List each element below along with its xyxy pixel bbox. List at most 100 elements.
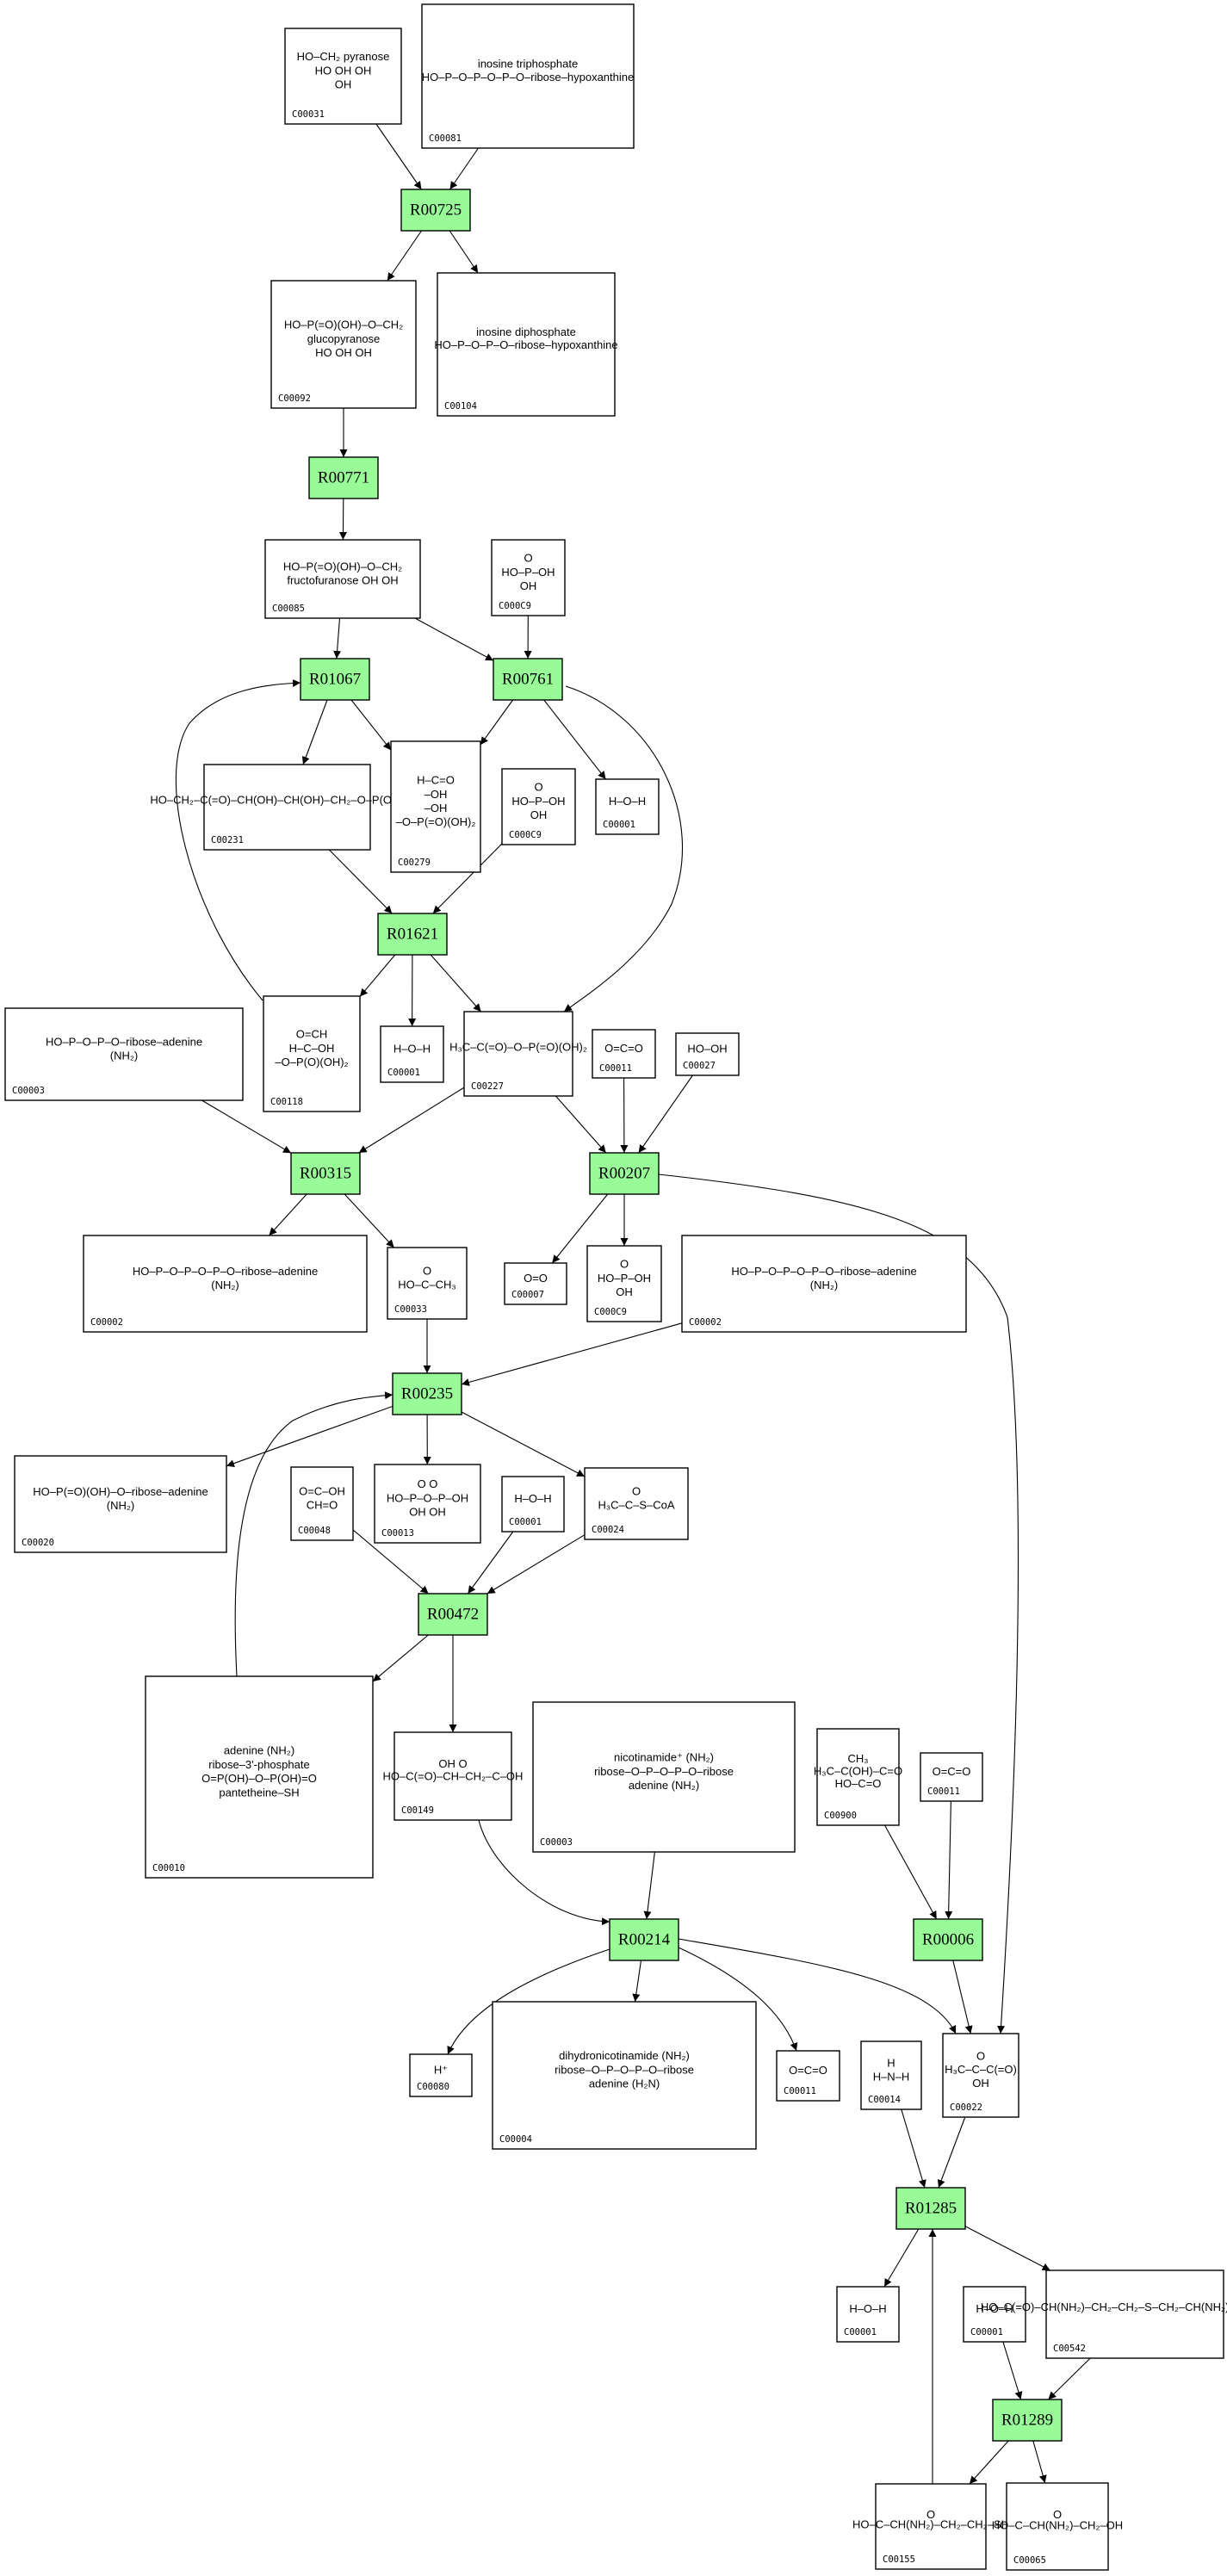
compound-box[interactable]: [390, 740, 481, 873]
reaction-box[interactable]: [377, 913, 448, 956]
compound-box[interactable]: [920, 1752, 983, 1802]
compound-node-c00010[interactable]: adenine (NH₂)ribose–3'-phosphateO=P(OH)–…: [145, 1675, 374, 1879]
compound-box[interactable]: [592, 1029, 656, 1079]
compound-box[interactable]: [942, 2033, 1019, 2118]
compound-box[interactable]: [816, 1728, 900, 1826]
compound-node-c00081[interactable]: inosine triphosphateHO–P–O–P–O–P–O–ribos…: [421, 3, 635, 149]
compound-node-c00002a[interactable]: HO–P–O–P–O–P–O–ribose–adenine(NH₂)C00002: [83, 1235, 368, 1333]
compound-node-c00004[interactable]: dihydronicotinamide (NH₂)ribose–O–P–O–P–…: [492, 2001, 757, 2150]
compound-node-c00002b[interactable]: HO–P–O–P–O–P–O–ribose–adenine(NH₂)C00002: [681, 1235, 967, 1333]
reaction-box[interactable]: [400, 189, 471, 232]
compound-box[interactable]: [270, 280, 417, 409]
compound-node-c00020[interactable]: HO–P(=O)(OH)–O–ribose–adenine(NH₂)C00020: [14, 1455, 227, 1553]
reaction-node-r01621[interactable]: R01621: [377, 913, 448, 956]
reaction-node-r00725[interactable]: R00725: [400, 189, 471, 232]
compound-box[interactable]: [860, 2040, 922, 2110]
reaction-node-r00761[interactable]: R00761: [493, 658, 563, 701]
reaction-node-r00235[interactable]: R00235: [392, 1372, 462, 1415]
compound-box[interactable]: [380, 1025, 444, 1083]
compound-box[interactable]: [595, 778, 660, 835]
compound-box[interactable]: [83, 1235, 368, 1333]
compound-box[interactable]: [4, 1007, 244, 1101]
compound-box[interactable]: [875, 2483, 987, 2570]
compound-box[interactable]: [1045, 2269, 1224, 2359]
reaction-node-r00006[interactable]: R00006: [913, 1918, 983, 1961]
compound-box[interactable]: [504, 1262, 567, 1305]
compound-box[interactable]: [501, 768, 576, 845]
reaction-node-r00771[interactable]: R00771: [308, 456, 379, 499]
compound-box[interactable]: [584, 1467, 689, 1540]
compound-box[interactable]: [586, 1245, 662, 1322]
compound-box[interactable]: [264, 539, 421, 619]
compound-box[interactable]: [463, 1011, 573, 1097]
compound-node-c00008[interactable]: HO–P–O–P–O–ribose–adenine(NH₂)C00003: [4, 1007, 244, 1101]
reaction-node-r01067[interactable]: R01067: [300, 658, 370, 701]
compound-box[interactable]: [263, 995, 361, 1112]
compound-box[interactable]: [836, 2286, 900, 2343]
compound-box[interactable]: [374, 1464, 481, 1544]
reaction-box[interactable]: [589, 1152, 660, 1195]
reaction-box[interactable]: [992, 2399, 1063, 2442]
reaction-box[interactable]: [300, 658, 370, 701]
reaction-node-r00207[interactable]: R00207: [589, 1152, 660, 1195]
reaction-node-r01285[interactable]: R01285: [895, 2187, 966, 2230]
reaction-box[interactable]: [493, 658, 563, 701]
compound-box[interactable]: [681, 1235, 967, 1333]
compound-node-c00080[interactable]: H⁺C00080: [409, 2053, 473, 2097]
compound-box[interactable]: [501, 1476, 565, 1533]
compound-box[interactable]: [203, 764, 371, 851]
reaction-node-r00214[interactable]: R00214: [609, 1918, 679, 1961]
compound-box[interactable]: [776, 2050, 840, 2102]
compound-box[interactable]: [14, 1455, 227, 1553]
reaction-box[interactable]: [392, 1372, 462, 1415]
reaction-node-r00315[interactable]: R00315: [290, 1152, 361, 1195]
compound-box[interactable]: [290, 1466, 354, 1541]
reaction-box[interactable]: [418, 1593, 488, 1636]
compound-box[interactable]: [1006, 2482, 1109, 2571]
compound-node-c00542[interactable]: HO–C(=O)–CH(NH₂)–CH₂–CH₂–S–CH₂–CH(NH₂)–C…: [981, 2269, 1227, 2359]
reaction-box[interactable]: [895, 2187, 966, 2230]
reaction-box[interactable]: [609, 1918, 679, 1961]
compound-box[interactable]: [387, 1247, 468, 1320]
reaction-box[interactable]: [913, 1918, 983, 1961]
reaction-box[interactable]: [290, 1152, 361, 1195]
compound-box[interactable]: [675, 1032, 740, 1076]
compound-box[interactable]: [492, 2001, 757, 2150]
compound-box[interactable]: [491, 539, 566, 616]
compound-box[interactable]: [437, 272, 616, 417]
compound-node-c00231[interactable]: HO–CH₂–C(=O)–CH(OH)–CH(OH)–CH₂–O–P(O)(OH…: [150, 764, 424, 851]
compound-box[interactable]: [394, 1731, 512, 1821]
reaction-node-r01289[interactable]: R01289: [992, 2399, 1063, 2442]
compound-box[interactable]: [963, 2286, 1026, 2343]
compound-box[interactable]: [409, 2053, 473, 2097]
compound-box[interactable]: [532, 1701, 796, 1853]
